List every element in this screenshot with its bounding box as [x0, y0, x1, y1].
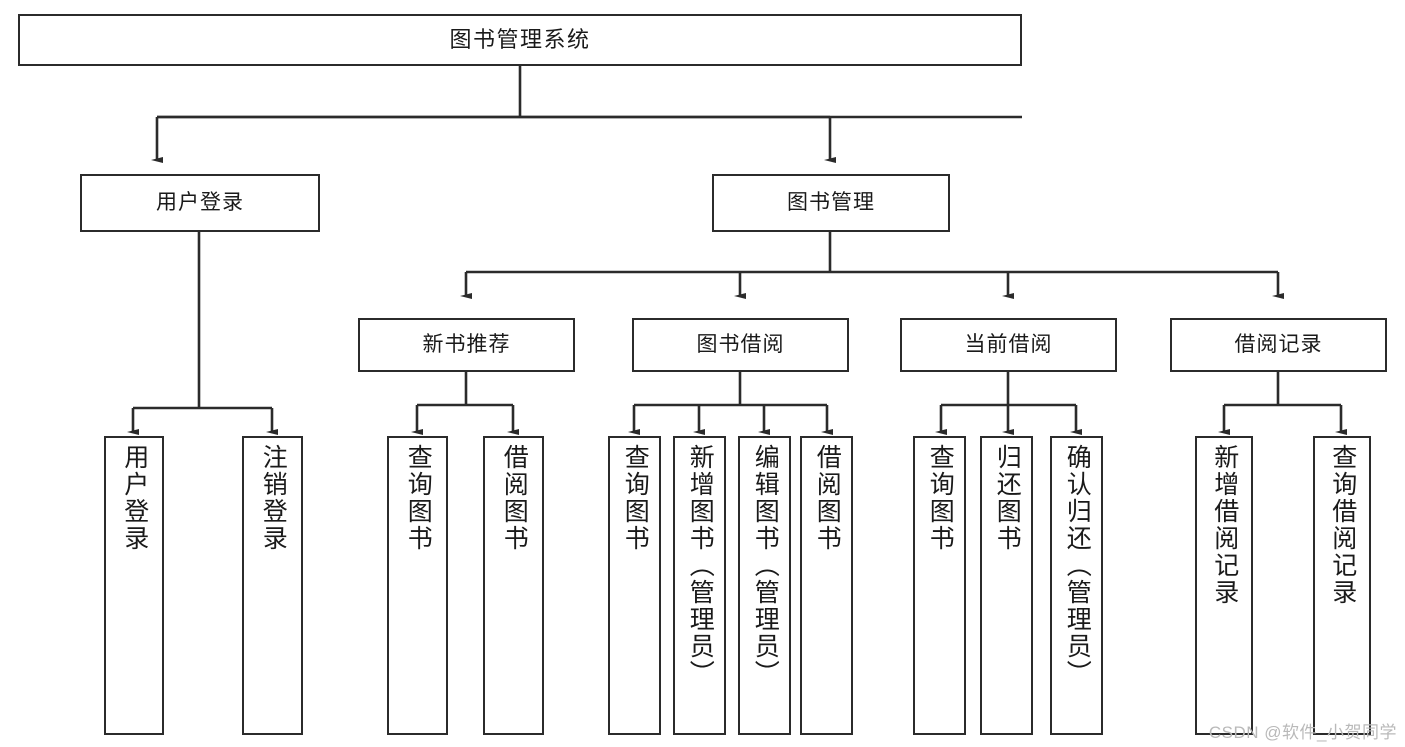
leaf-user-login-label: 用户登录	[120, 444, 149, 552]
node-current-borrow-label: 当前借阅	[964, 332, 1053, 356]
leaf-logout-label: 注销登录	[259, 444, 288, 552]
leaf-user-login[interactable]: 用户登录	[104, 436, 164, 735]
leaf-borrow-book-2[interactable]: 借阅图书	[800, 436, 853, 735]
leaf-add-book-label: 新增图书（管理员）	[686, 444, 715, 687]
node-user-login[interactable]: 用户登录	[80, 174, 320, 232]
leaf-add-book[interactable]: 新增图书（管理员）	[673, 436, 726, 735]
leaf-query-book-1[interactable]: 查询图书	[387, 436, 448, 735]
leaf-return-book[interactable]: 归还图书	[980, 436, 1033, 735]
leaf-borrow-book-1-label: 借阅图书	[500, 444, 529, 552]
leaf-query-book-1-label: 查询图书	[404, 444, 433, 552]
node-borrow-record[interactable]: 借阅记录	[1170, 318, 1387, 372]
node-root[interactable]: 图书管理系统	[18, 14, 1022, 66]
leaf-borrow-book-2-label: 借阅图书	[813, 444, 842, 552]
node-book-borrow-label: 图书借阅	[696, 332, 785, 356]
leaf-confirm-return[interactable]: 确认归还（管理员）	[1050, 436, 1103, 735]
node-book-manage[interactable]: 图书管理	[712, 174, 950, 232]
leaf-query-book-2[interactable]: 查询图书	[608, 436, 661, 735]
node-borrow-record-label: 借阅记录	[1234, 332, 1323, 356]
node-current-borrow[interactable]: 当前借阅	[900, 318, 1117, 372]
leaf-confirm-return-label: 确认归还（管理员）	[1063, 444, 1092, 687]
node-root-label: 图书管理系统	[449, 27, 591, 53]
leaf-return-book-label: 归还图书	[993, 444, 1022, 552]
node-user-login-label: 用户登录	[156, 190, 244, 214]
leaf-query-record-label: 查询借阅记录	[1328, 444, 1357, 606]
leaf-query-record[interactable]: 查询借阅记录	[1313, 436, 1371, 735]
leaf-add-record-label: 新增借阅记录	[1210, 444, 1239, 606]
leaf-add-record[interactable]: 新增借阅记录	[1195, 436, 1253, 735]
node-book-manage-label: 图书管理	[787, 190, 875, 214]
node-new-book-recommend-label: 新书推荐	[422, 332, 511, 356]
leaf-logout[interactable]: 注销登录	[242, 436, 303, 735]
leaf-edit-book[interactable]: 编辑图书（管理员）	[738, 436, 791, 735]
leaf-query-book-2-label: 查询图书	[621, 444, 650, 552]
node-new-book-recommend[interactable]: 新书推荐	[358, 318, 575, 372]
leaf-edit-book-label: 编辑图书（管理员）	[751, 444, 780, 687]
node-book-borrow[interactable]: 图书借阅	[632, 318, 849, 372]
leaf-borrow-book-1[interactable]: 借阅图书	[483, 436, 544, 735]
leaf-query-book-3[interactable]: 查询图书	[913, 436, 966, 735]
watermark: CSDN @软件_小贺同学	[1208, 723, 1397, 742]
leaf-query-book-3-label: 查询图书	[926, 444, 955, 552]
